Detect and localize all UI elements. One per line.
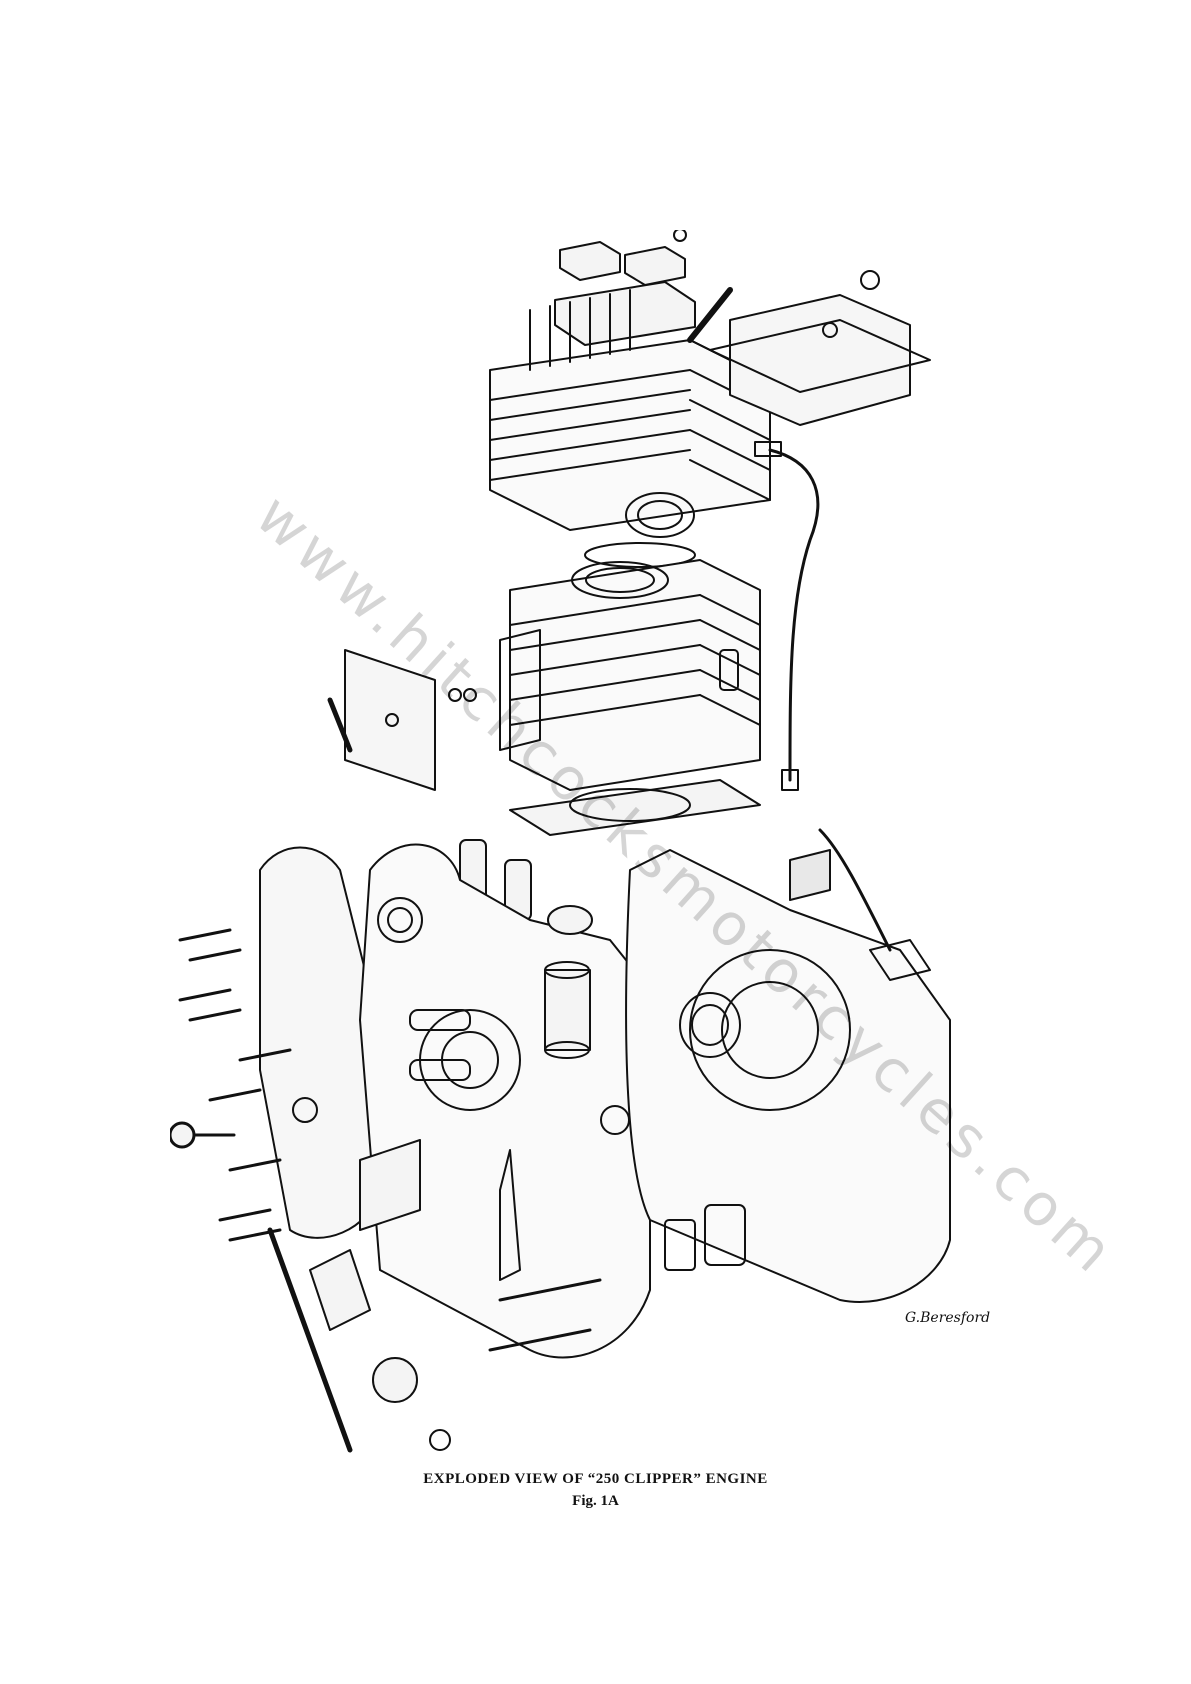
rocker-caps-drawing [555, 230, 695, 345]
right-crankcase-drawing [626, 830, 950, 1302]
cylinder-head-drawing [490, 290, 770, 567]
left-crankcase-drawing [360, 845, 650, 1358]
cylinder-barrel-drawing [500, 560, 760, 835]
figure-caption: EXPLODED VIEW OF “250 CLIPPER” ENGINE Fi… [0, 1468, 1191, 1512]
engine-exploded-illustration [170, 230, 1040, 1460]
side-plate-drawing [330, 650, 476, 790]
caption-figure-number: Fig. 1A [0, 1490, 1191, 1512]
caption-title: EXPLODED VIEW OF “250 CLIPPER” ENGINE [0, 1468, 1191, 1490]
artist-signature: G.Beresford [905, 1310, 990, 1326]
oil-filter-drawing [545, 906, 592, 1058]
